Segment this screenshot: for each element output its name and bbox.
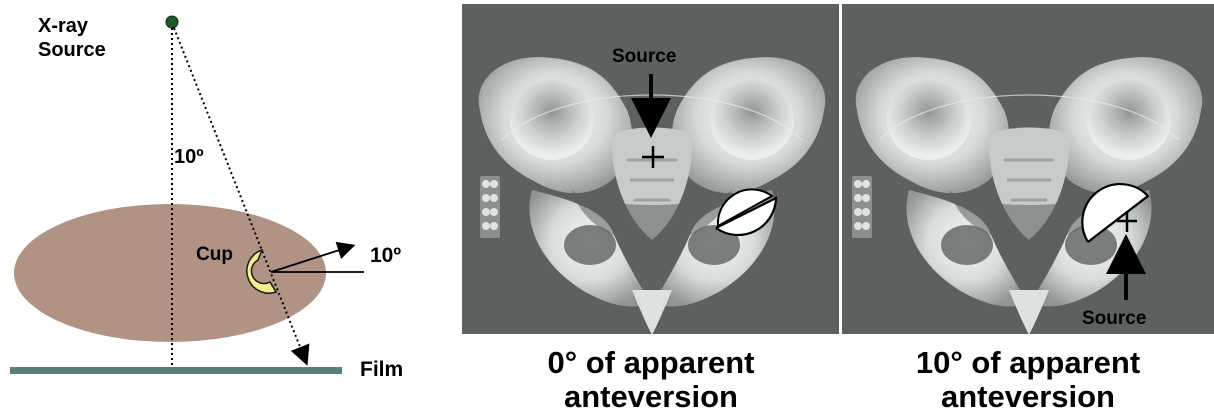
patient-body-ellipse (14, 204, 326, 342)
panel-1-caption-line1: 0° of apparent (462, 346, 840, 380)
panel-1-caption: 0° of apparent anteversion (462, 346, 840, 414)
xray-source-label: X-ray Source (38, 14, 178, 62)
angle-side-label: 10º (370, 244, 401, 268)
panel-2-caption-line2: anteversion (842, 380, 1214, 414)
xray-source-label-line1: X-ray (38, 14, 178, 38)
angle-top-label: 10º (174, 146, 204, 169)
schematic-panel (10, 16, 364, 374)
film-label: Film (360, 358, 403, 382)
panel-2-source-label: Source (1082, 308, 1146, 330)
panel-1-source-label: Source (612, 46, 676, 68)
xray-source-label-line2: Source (38, 38, 178, 62)
film-bar (10, 367, 342, 374)
cup-label: Cup (196, 244, 233, 266)
panel-1-caption-line2: anteversion (462, 380, 840, 414)
xray-panel-10deg (842, 4, 1214, 335)
panel-2-caption: 10° of apparent anteversion (842, 346, 1214, 414)
panel-2-caption-line1: 10° of apparent (842, 346, 1214, 380)
